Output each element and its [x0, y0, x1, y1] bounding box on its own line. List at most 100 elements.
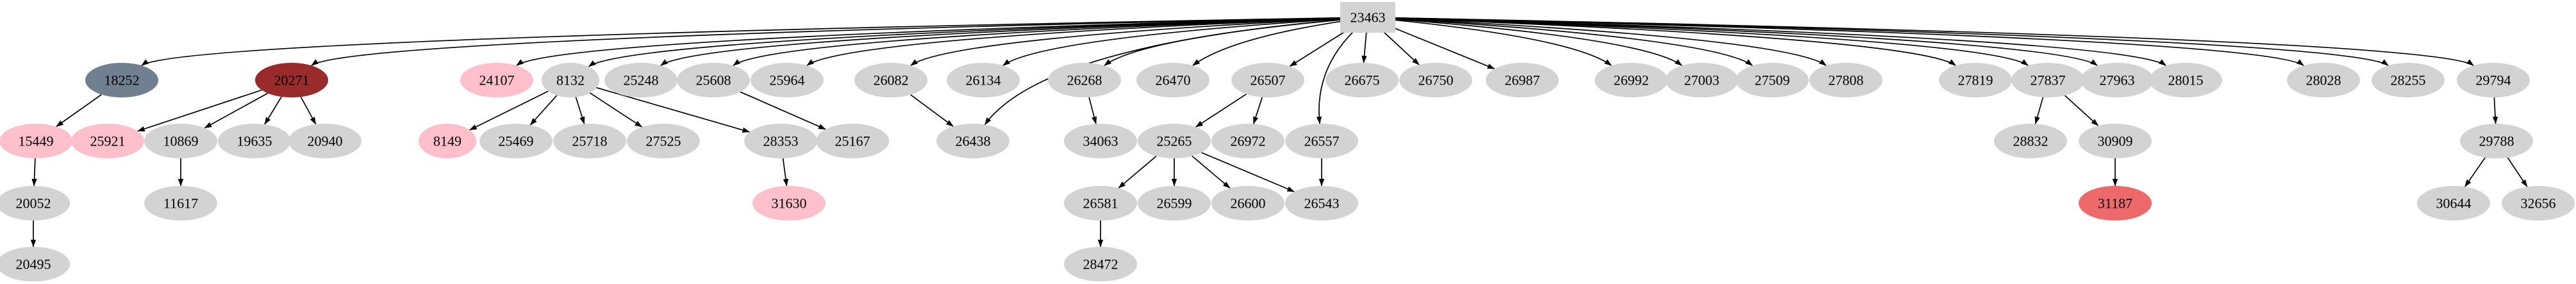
- graph-node-20271: 20271: [255, 63, 328, 97]
- node-shape: [1595, 63, 1668, 97]
- edge-29788-30644: [2464, 157, 2486, 187]
- node-label: 26557: [1304, 133, 1340, 149]
- edge-8132-8149: [469, 90, 549, 131]
- graph-node-8149: 8149: [419, 124, 476, 158]
- node-shape: [144, 124, 217, 158]
- graph-node-10869: 10869: [144, 124, 217, 158]
- graph-node-31187: 31187: [2079, 186, 2152, 221]
- node-shape: [744, 124, 817, 158]
- graph-node-15449: 15449: [0, 124, 72, 158]
- edge-23463-27509: [1395, 18, 1753, 66]
- node-label: 8149: [433, 133, 461, 149]
- node-label: 28832: [2013, 133, 2048, 149]
- node-label: 30909: [2098, 133, 2133, 149]
- node-shape: [1231, 63, 1304, 97]
- edge-29794-29788: [2492, 97, 2498, 124]
- node-shape: [1809, 63, 1882, 97]
- edge-8132-25718: [575, 97, 585, 124]
- graph-node-26557: 26557: [1285, 124, 1358, 158]
- node-label: 32656: [2521, 196, 2556, 212]
- edge-8132-25469: [529, 95, 558, 126]
- node-label: 28353: [763, 133, 799, 149]
- node-label: 27819: [1958, 72, 1993, 88]
- node-label: 30644: [2436, 196, 2472, 212]
- node-label: 25921: [90, 133, 126, 149]
- graph-node-26600: 26600: [1211, 186, 1284, 221]
- node-label: 27003: [1684, 72, 1720, 88]
- edge-25265-26600: [1192, 155, 1231, 189]
- node-shape: [1285, 186, 1358, 221]
- edge-23463-26507: [1289, 28, 1350, 67]
- node-shape: [2287, 63, 2360, 97]
- graph-node-27837: 27837: [2011, 63, 2084, 97]
- node-label: 27808: [1829, 72, 1864, 88]
- graph-node-26987: 26987: [1486, 63, 1559, 97]
- node-label: 26507: [1251, 72, 1286, 88]
- edge-8132-28353: [596, 87, 750, 133]
- edge-23463-27819: [1395, 17, 1956, 66]
- edge-27837-28832: [2034, 97, 2044, 124]
- graph-node-31630: 31630: [752, 186, 826, 221]
- node-label: 29788: [2479, 133, 2514, 149]
- edge-23463-27808: [1395, 18, 1827, 66]
- node-shape: [71, 124, 144, 158]
- edges-layer: [30, 17, 2528, 247]
- node-shape: [2372, 63, 2445, 97]
- node-shape: [2417, 186, 2490, 221]
- node-label: 25964: [770, 72, 805, 88]
- edge-20271-10869: [204, 92, 269, 129]
- node-shape: [2149, 63, 2222, 97]
- edge-23463-28015: [1395, 17, 2166, 66]
- graph-node-28255: 28255: [2372, 63, 2445, 97]
- node-shape: [144, 186, 217, 221]
- node-shape: [1736, 63, 1809, 97]
- graph-node-34063: 34063: [1064, 124, 1137, 158]
- node-shape: [2502, 186, 2575, 221]
- edge-25265-26543: [1201, 152, 1295, 192]
- graph-node-28472: 28472: [1064, 247, 1137, 281]
- node-shape: [2079, 124, 2152, 158]
- edge-23463-28028: [1395, 17, 2304, 66]
- edge-26507-25265: [1195, 94, 1247, 128]
- node-shape: [1211, 124, 1284, 158]
- node-shape: [1138, 186, 1211, 221]
- node-label: 34063: [1083, 133, 1118, 149]
- graph-node-32656: 32656: [2502, 186, 2575, 221]
- node-label: 26972: [1231, 133, 1266, 149]
- node-shape: [1048, 63, 1121, 97]
- edge-23463-26134: [1002, 18, 1341, 66]
- node-shape: [1064, 247, 1137, 281]
- node-label: 26600: [1231, 196, 1266, 212]
- edge-28353-31630: [782, 158, 789, 187]
- edge-23463-26557: [1316, 30, 1355, 124]
- edge-23463-26750: [1381, 29, 1420, 65]
- edge-26082-26438: [910, 94, 954, 127]
- edge-23463-27963: [1395, 17, 2098, 66]
- edge-26268-34063: [1088, 97, 1097, 124]
- graph-node-26470: 26470: [1136, 63, 1209, 97]
- node-shape: [2011, 63, 2084, 97]
- node-shape: [218, 124, 291, 158]
- edge-26507-26972: [1252, 97, 1263, 124]
- node-shape: [2457, 63, 2530, 97]
- edge-23463-20271: [311, 17, 1341, 66]
- graph-node-25248: 25248: [604, 63, 677, 97]
- graph-node-27509: 27509: [1736, 63, 1809, 97]
- graph-node-26972: 26972: [1211, 124, 1284, 158]
- graph-node-25265: 25265: [1138, 124, 1211, 158]
- node-label: 25718: [572, 133, 608, 149]
- graph-node-27819: 27819: [1939, 63, 2012, 97]
- graph-node-27003: 27003: [1665, 63, 1738, 97]
- node-shape: [854, 63, 927, 97]
- node-label: 11617: [163, 196, 198, 212]
- node-shape: [1994, 124, 2067, 158]
- node-label: 26599: [1157, 196, 1192, 212]
- graph-node-11617: 11617: [144, 186, 217, 221]
- node-label: 18252: [104, 72, 140, 88]
- edge-23463-28255: [1395, 17, 2389, 66]
- node-shape: [677, 63, 750, 97]
- graph-node-27525: 27525: [627, 124, 700, 158]
- graph-node-20495: 20495: [0, 247, 70, 281]
- node-shape: [542, 63, 599, 97]
- node-label: 20271: [274, 72, 310, 88]
